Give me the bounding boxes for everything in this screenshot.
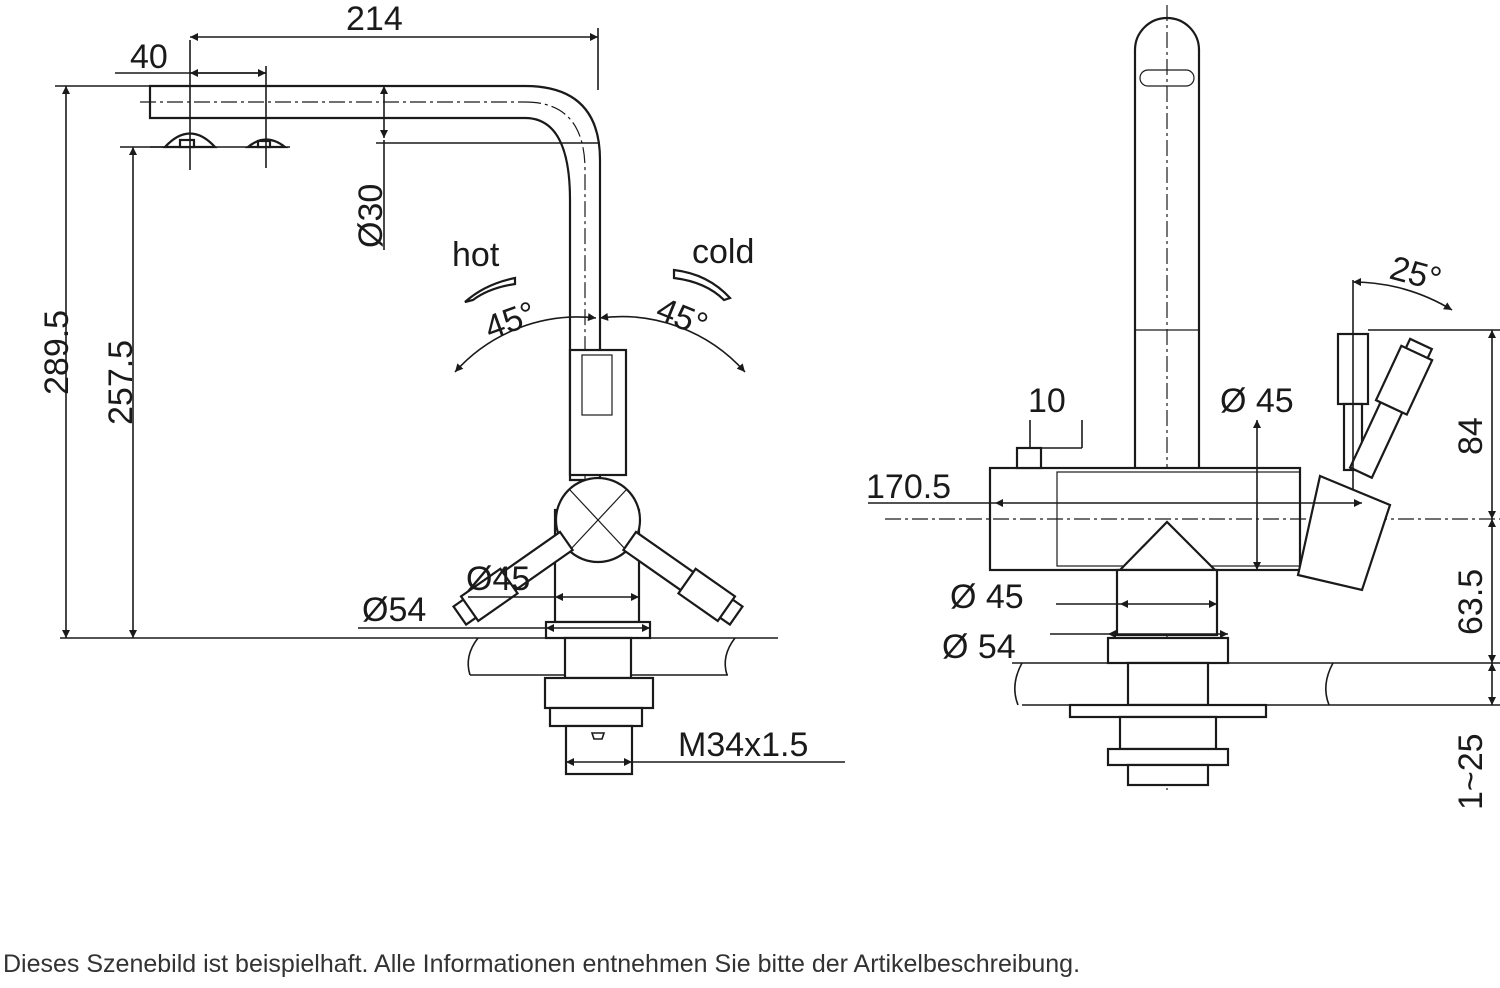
dimensions-right (868, 278, 1500, 705)
total-height-dimension: 289.5 (38, 310, 76, 395)
right-view: 170.5 10 Ø 45 25° 84 63.5 Ø 45 Ø 54 1~25 (866, 5, 1500, 810)
lever-height-dimension: 84 (1452, 417, 1490, 455)
base-diameter-dimension-right: Ø 54 (942, 628, 1016, 666)
countertop-left (60, 637, 778, 676)
spout-left (140, 84, 602, 620)
technical-drawing: 214 40 289.5 257.5 Ø30 hot cold 45° 45° … (38, 0, 1500, 810)
countertop-right (1012, 662, 1500, 706)
counter-thickness-dimension: 1~25 (1452, 733, 1490, 810)
lever-right (1296, 332, 1434, 592)
lever-angle-dimension: 25° (1386, 249, 1446, 299)
column-diameter-dimension: Ø 45 (950, 578, 1024, 616)
spray-offset-dimension: 40 (130, 38, 168, 76)
cold-label: cold (692, 233, 754, 271)
body-height-dimension: 63.5 (1452, 569, 1490, 635)
hot-label: hot (452, 236, 500, 274)
column-left (451, 348, 745, 776)
body-diameter-dimension: Ø45 (466, 560, 530, 598)
disclaimer-caption: Dieses Szenebild ist beispielhaft. Alle … (3, 950, 1081, 978)
spout-diameter-dimension: Ø30 (352, 184, 390, 248)
body-diameter-dimension-right: Ø 45 (1220, 382, 1294, 420)
base-diameter-dimension: Ø54 (362, 591, 426, 629)
mounting-right (1068, 636, 1268, 787)
depth-dimension: 170.5 (866, 468, 951, 506)
reach-dimension: 214 (346, 0, 403, 38)
left-view: 214 40 289.5 257.5 Ø30 hot cold 45° 45° … (38, 0, 845, 776)
dimensions-left (55, 28, 845, 766)
hot-angle-dimension: 45° (480, 294, 541, 347)
thread-dimension: M34x1.5 (678, 726, 808, 764)
cold-angle-dimension: 45° (651, 290, 713, 344)
side-offset-dimension: 10 (1028, 382, 1066, 420)
spout-height-dimension: 257.5 (102, 340, 140, 425)
